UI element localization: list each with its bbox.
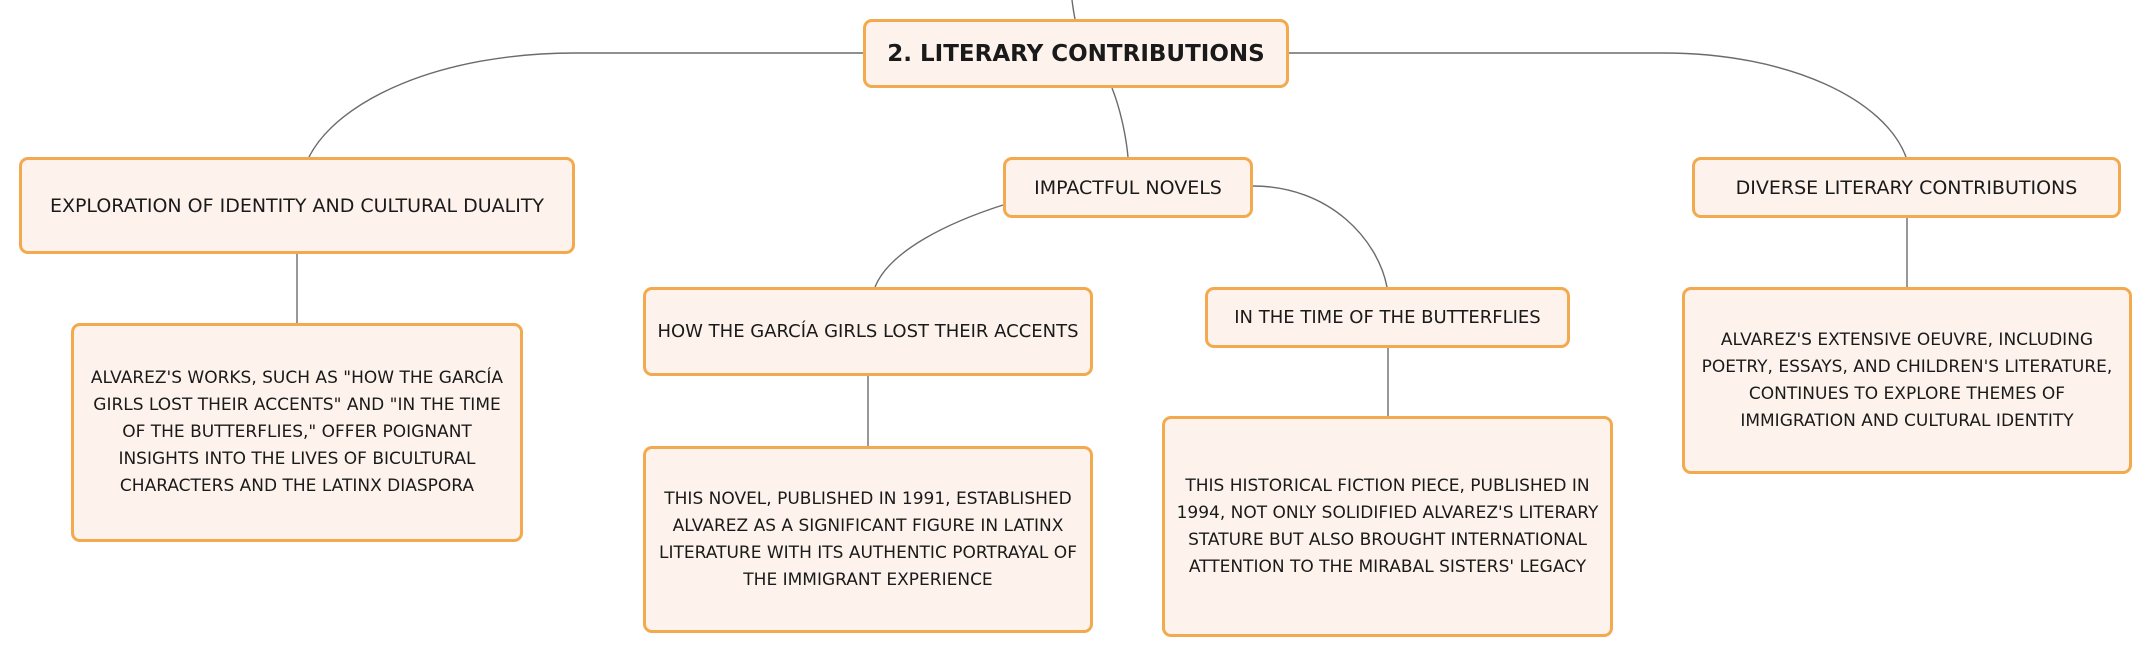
- detail-node-identity[interactable]: ALVAREZ'S WORKS, SUCH AS "HOW THE GARCÍA…: [71, 323, 523, 542]
- topic-label-identity: EXPLORATION OF IDENTITY AND CULTURAL DUA…: [49, 194, 545, 217]
- detail-text-butterflies: THIS HISTORICAL FICTION PIECE, PUBLISHED…: [1176, 475, 1599, 577]
- detail-text-garcia: THIS NOVEL, PUBLISHED IN 1991, ESTABLISH…: [659, 488, 1077, 590]
- detail-node-garcia[interactable]: THIS NOVEL, PUBLISHED IN 1991, ESTABLISH…: [643, 446, 1093, 633]
- connector-root-to-novels: [1111, 87, 1129, 158]
- root-node[interactable]: 2. LITERARY CONTRIBUTIONS: [863, 19, 1289, 88]
- connector-root-to-diverse: [1289, 52, 1907, 158]
- detail-node-butterflies[interactable]: THIS HISTORICAL FICTION PIECE, PUBLISHED…: [1162, 416, 1613, 637]
- topic-label-novels: IMPACTFUL NOVELS: [1034, 176, 1222, 199]
- root-label: 2. LITERARY CONTRIBUTIONS: [887, 40, 1265, 67]
- detail-text-diverse: ALVAREZ'S EXTENSIVE OEUVRE, INCLUDING PO…: [1701, 329, 2113, 431]
- novel-label-garcia: HOW THE GARCÍA GIRLS LOST THEIR ACCENTS: [657, 321, 1079, 342]
- connector-parent-to-root: [1071, 0, 1076, 20]
- novel-node-butterflies[interactable]: IN THE TIME OF THE BUTTERFLIES: [1205, 287, 1570, 348]
- topic-node-novels[interactable]: IMPACTFUL NOVELS: [1003, 157, 1253, 218]
- topic-node-identity[interactable]: EXPLORATION OF IDENTITY AND CULTURAL DUA…: [19, 157, 575, 254]
- connector-novels-to-butterflies: [1252, 185, 1388, 288]
- topic-label-diverse: DIVERSE LITERARY CONTRIBUTIONS: [1735, 176, 2078, 199]
- detail-node-diverse[interactable]: ALVAREZ'S EXTENSIVE OEUVRE, INCLUDING PO…: [1682, 287, 2132, 474]
- connector-root-to-identity: [308, 52, 863, 158]
- connector-novels-to-garcia: [874, 204, 1004, 288]
- topic-node-diverse[interactable]: DIVERSE LITERARY CONTRIBUTIONS: [1692, 157, 2121, 218]
- novel-label-butterflies: IN THE TIME OF THE BUTTERFLIES: [1234, 307, 1541, 328]
- detail-text-identity: ALVAREZ'S WORKS, SUCH AS "HOW THE GARCÍA…: [90, 368, 504, 496]
- novel-node-garcia[interactable]: HOW THE GARCÍA GIRLS LOST THEIR ACCENTS: [643, 287, 1093, 376]
